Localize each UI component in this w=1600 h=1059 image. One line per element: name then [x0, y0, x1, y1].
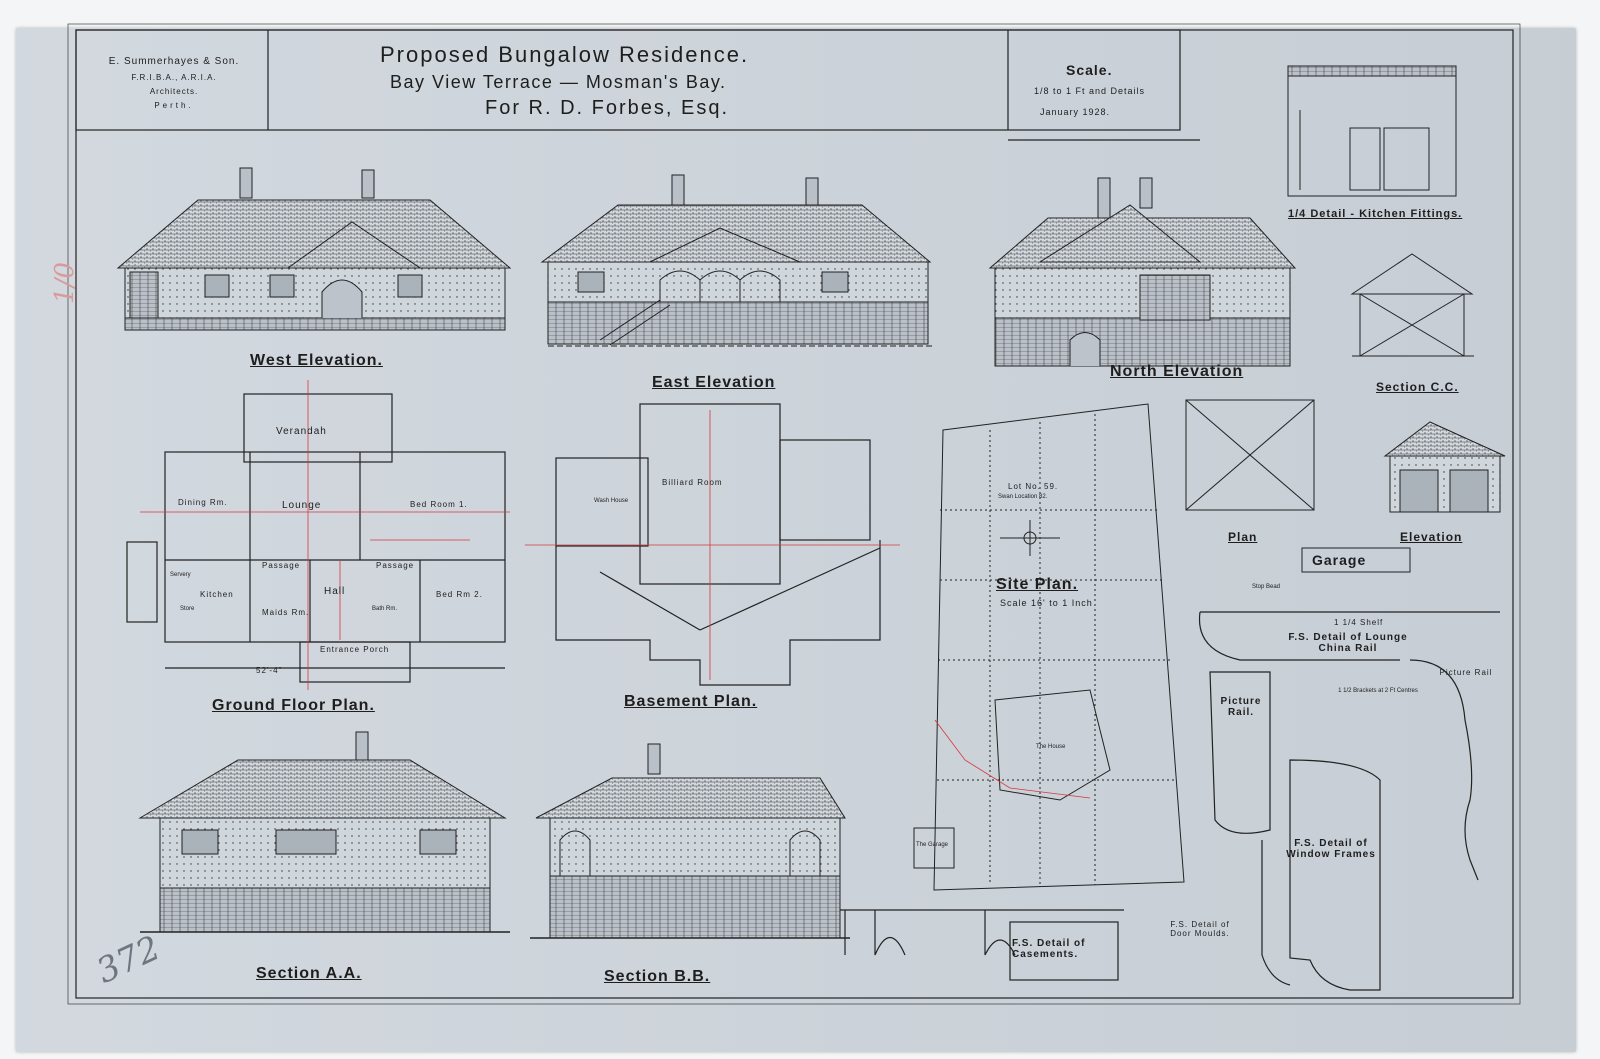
store-label: Store — [180, 606, 195, 612]
basement-section-lines — [525, 410, 900, 680]
kitchen-fittings-drawing — [1287, 65, 1457, 197]
ground-plan-section-lines — [140, 380, 510, 690]
section-bb-label: Section B.B. — [604, 968, 711, 985]
site-plan-label: Site Plan. — [996, 576, 1079, 593]
site-plan-drawing — [913, 403, 1185, 891]
architect-role: Architects. — [149, 87, 199, 96]
section-cc-drawing — [1350, 253, 1474, 357]
garage-drawings — [1185, 399, 1506, 573]
casement-details-drawing — [840, 909, 1124, 981]
lot-number-label: Lot No. 59. — [1008, 482, 1059, 491]
garage-elevation-label: Elevation — [1400, 530, 1463, 544]
site-drain-line — [934, 719, 1091, 799]
picture-rail-label: Picture Rail. — [1220, 696, 1262, 718]
drawing-title: Proposed Bungalow Residence. — [380, 42, 750, 67]
hall-label: Hall — [324, 586, 346, 597]
architect-name: E. Summerhayes & Son. — [108, 56, 240, 67]
section-aa-drawing — [138, 731, 510, 933]
swan-location-label: Swan Location 82. — [998, 494, 1048, 500]
moulding-details-drawing — [1198, 611, 1500, 991]
kitchen-label: Kitchen — [200, 590, 234, 599]
basement-plan-drawing — [555, 403, 881, 686]
ground-floor-plan-drawing — [126, 393, 506, 683]
servery-label: Servery — [170, 572, 191, 578]
east-elevation-label: East Elevation — [652, 374, 776, 391]
basement-plan-label: Basement Plan. — [624, 693, 758, 710]
maids-room-label: Maids Rm. — [262, 608, 310, 617]
stop-bead-label: Stop Bead — [1252, 584, 1281, 590]
bath-room-label: Bath Rm. — [372, 606, 398, 612]
wash-house-label: Wash House — [594, 498, 629, 504]
architect-credentials: F.R.I.B.A., A.R.I.A. — [131, 73, 217, 82]
passage-label-2: Passage — [376, 561, 415, 570]
section-bb-drawing — [530, 743, 850, 939]
casements-label: F.S. Detail of Casements. — [1012, 938, 1086, 960]
picture-rail-label-2: Picture Rail — [1439, 668, 1493, 677]
section-aa-label: Section A.A. — [256, 965, 362, 982]
passage-label: Passage — [262, 561, 301, 570]
drawing-subtitle: Bay View Terrace — Mosman's Bay. — [390, 72, 727, 92]
verandah-label: Verandah — [276, 426, 327, 437]
the-house-label: The House — [1036, 744, 1066, 750]
north-elevation-label: North Elevation — [1110, 363, 1244, 380]
window-frames-label: F.S. Detail of Window Frames — [1286, 838, 1376, 860]
china-rail-label: F.S. Detail of Lounge China Rail — [1288, 632, 1408, 654]
section-cc-label: Section C.C. — [1376, 380, 1459, 394]
title-block-frame — [75, 29, 1200, 141]
architect-city: Perth. — [154, 101, 194, 110]
bed-room-2-label: Bed Rm 2. — [436, 590, 483, 599]
ground-floor-plan-label: Ground Floor Plan. — [212, 697, 375, 714]
door-moulds-label: F.S. Detail of Door Moulds. — [1170, 920, 1230, 938]
site-plan-scale: Scale 16' to 1 Inch — [1000, 598, 1093, 608]
bed-room-1-label: Bed Room 1. — [410, 500, 468, 509]
ground-plan-width-dimension: 52'-4" — [256, 666, 283, 675]
scale-text: 1/8 to 1 Ft and Details — [1034, 86, 1146, 96]
drawing-date: January 1928. — [1040, 107, 1111, 117]
garage-label: Garage — [1312, 552, 1367, 568]
dining-room-label: Dining Rm. — [178, 498, 228, 507]
entrance-porch-label: Entrance Porch — [320, 645, 390, 654]
west-elevation-label: West Elevation. — [250, 352, 383, 369]
north-elevation-drawing — [988, 177, 1297, 367]
west-elevation-drawing — [116, 167, 512, 331]
brackets-label: 1 1/2 Brackets at 2 Ft Centres — [1338, 688, 1418, 694]
garage-plan-label: Plan — [1228, 530, 1258, 544]
site-garage-label: The Garage — [916, 842, 949, 848]
lounge-label: Lounge — [282, 500, 322, 511]
east-elevation-drawing — [540, 174, 935, 347]
client-name: For R. D. Forbes, Esq. — [485, 97, 730, 119]
shelf-label: 1 1/4 Shelf — [1334, 618, 1384, 627]
pencil-margin-mark: 1/0 — [49, 262, 80, 304]
kitchen-fittings-label: 1/4 Detail - Kitchen Fittings. — [1288, 208, 1463, 220]
billiard-room-label: Billiard Room — [662, 478, 723, 487]
scale-heading: Scale. — [1066, 62, 1113, 78]
